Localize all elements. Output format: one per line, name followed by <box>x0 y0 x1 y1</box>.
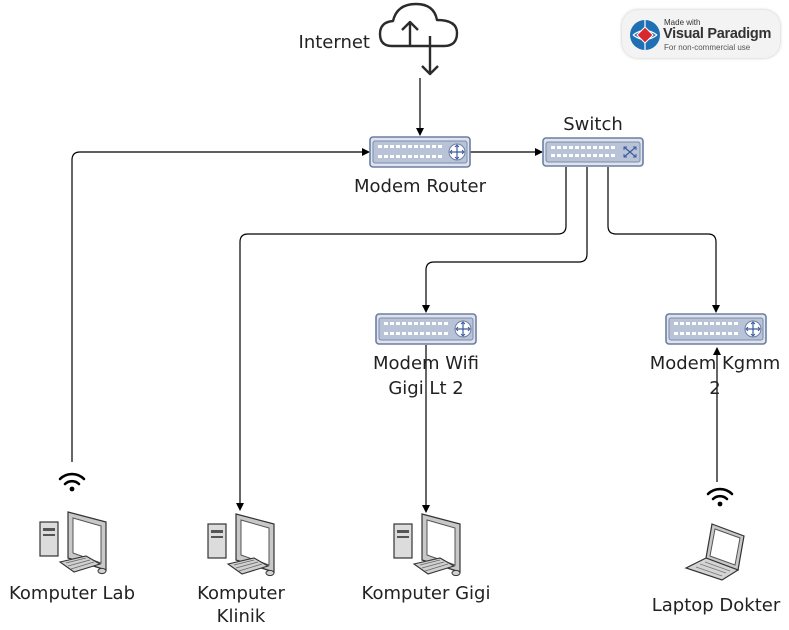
desktop-computer-icon <box>39 511 107 575</box>
cloud-upload-download-icon <box>378 2 459 76</box>
desktop-computer-icon <box>207 513 275 577</box>
router-icon <box>375 313 477 345</box>
modem-wifi-label-line1: Modem Wifi <box>373 353 479 374</box>
komputer-gigi-label: Komputer Gigi <box>362 583 491 604</box>
wifi-icon <box>706 487 734 508</box>
switch-node: Switch <box>542 114 644 167</box>
modem-kgmm-node: Modem Kgmm 2 <box>650 313 781 399</box>
router-icon <box>369 136 471 168</box>
wifi-icon <box>58 472 86 493</box>
visual-paradigm-text: Visual Paradigm <box>663 26 772 42</box>
switch-label: Switch <box>563 114 623 135</box>
edge-lab-router <box>71 148 370 462</box>
modem-kgmm-label-line2: 2 <box>709 378 720 399</box>
edge-switch-kgmm <box>607 167 720 313</box>
desktop-computer-icon <box>393 513 461 577</box>
komputer-klinik-node: Komputer Klinik <box>197 513 286 627</box>
internet-label: Internet <box>299 32 370 53</box>
edge-switch-klinik <box>236 167 567 511</box>
modem-router-label: Modem Router <box>354 176 487 197</box>
visual-paradigm-logo-icon <box>630 20 660 50</box>
modem-wifi-gigi-node: Modem Wifi Gigi Lt 2 <box>373 313 479 399</box>
komputer-lab-label: Komputer Lab <box>9 583 135 604</box>
laptop-icon <box>685 523 745 581</box>
komputer-gigi-node: Komputer Gigi <box>362 513 491 604</box>
komputer-lab-node: Komputer Lab <box>9 472 135 604</box>
modem-router-node: Modem Router <box>354 136 487 197</box>
switch-icon <box>542 137 644 167</box>
modem-wifi-label-line2: Gigi Lt 2 <box>388 378 463 399</box>
modem-kgmm-label-line1: Modem Kgmm <box>650 353 781 374</box>
laptop-dokter-label: Laptop Dokter <box>652 595 781 616</box>
non-commercial-note: For non-commercial use <box>664 43 751 52</box>
made-with-text: Made with <box>664 18 701 27</box>
komputer-klinik-label-line1: Komputer <box>197 583 285 604</box>
internet-node: Internet <box>299 2 459 76</box>
connections <box>71 78 721 513</box>
edge-switch-wifi <box>422 167 588 313</box>
laptop-dokter-node: Laptop Dokter <box>652 487 781 616</box>
komputer-klinik-label-line2: Klinik <box>217 606 266 627</box>
router-icon <box>665 313 767 345</box>
visual-paradigm-badge[interactable]: Made with Visual Paradigm For non-commer… <box>622 10 780 58</box>
